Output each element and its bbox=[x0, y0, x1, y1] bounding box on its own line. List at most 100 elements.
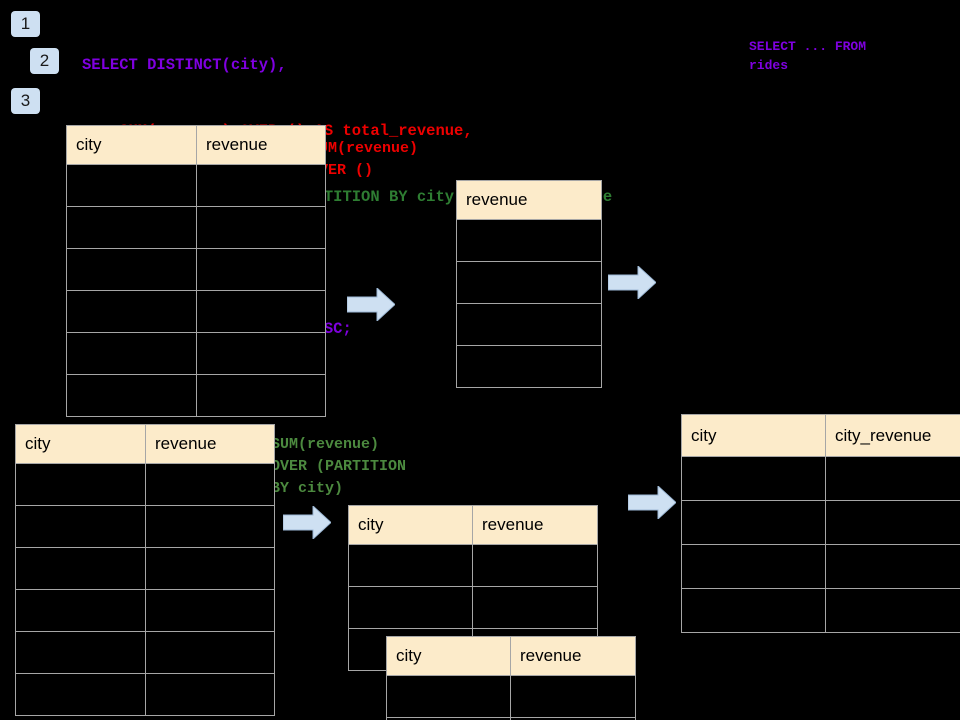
cell-revenue bbox=[472, 544, 598, 587]
cell-revenue bbox=[510, 717, 636, 720]
cell-revenue bbox=[196, 164, 326, 207]
cell-revenue bbox=[145, 589, 275, 632]
table-row bbox=[681, 588, 960, 633]
cell-city bbox=[66, 248, 197, 291]
table-row bbox=[386, 675, 636, 718]
table-row bbox=[348, 544, 598, 587]
cell-revenue bbox=[196, 248, 326, 291]
table-row bbox=[681, 456, 960, 501]
table-row bbox=[348, 586, 598, 629]
table-row bbox=[15, 463, 275, 506]
cell-revenue bbox=[472, 586, 598, 629]
table-result-table: city city_revenue bbox=[681, 414, 960, 633]
cell-city bbox=[348, 544, 473, 587]
table-total-revenue-table: revenue bbox=[456, 180, 602, 388]
cell-revenue bbox=[145, 547, 275, 590]
cell-city bbox=[66, 290, 197, 333]
cell-revenue bbox=[456, 261, 602, 304]
cell-revenue bbox=[145, 673, 275, 716]
column-header-revenue: revenue bbox=[472, 505, 598, 545]
table-row bbox=[456, 303, 602, 346]
cell-revenue bbox=[145, 505, 275, 548]
table-row bbox=[456, 345, 602, 388]
column-header-revenue: revenue bbox=[456, 180, 602, 220]
column-header-city-revenue: city_revenue bbox=[825, 414, 960, 457]
cell-city-revenue bbox=[825, 456, 960, 501]
column-header-city: city bbox=[348, 505, 473, 545]
cell-city bbox=[15, 547, 146, 590]
cell-city bbox=[386, 675, 511, 718]
cell-revenue bbox=[510, 675, 636, 718]
column-header-city: city bbox=[66, 125, 197, 165]
arrow-source-to-partition-icon bbox=[283, 506, 331, 539]
table-row bbox=[456, 219, 602, 262]
cell-city bbox=[15, 463, 146, 506]
table-row bbox=[681, 500, 960, 545]
table-header-row: city revenue bbox=[15, 424, 275, 464]
table-row bbox=[15, 505, 275, 548]
cell-revenue bbox=[145, 463, 275, 506]
cell-city bbox=[681, 544, 826, 589]
table-header-row: city revenue bbox=[66, 125, 326, 165]
table-source-table-bottom: city revenue bbox=[15, 424, 275, 716]
cell-revenue bbox=[196, 290, 326, 333]
table-row bbox=[66, 332, 326, 375]
cell-city-revenue bbox=[825, 544, 960, 589]
table-row bbox=[15, 547, 275, 590]
cell-city bbox=[15, 589, 146, 632]
arrow-source-to-total-icon bbox=[347, 288, 395, 321]
table-row bbox=[456, 261, 602, 304]
column-header-city: city bbox=[386, 636, 511, 676]
arrow-partition-to-result-icon bbox=[628, 486, 676, 519]
cell-revenue bbox=[456, 345, 602, 388]
column-header-revenue: revenue bbox=[196, 125, 326, 165]
table-row bbox=[66, 206, 326, 249]
column-header-revenue: revenue bbox=[145, 424, 275, 464]
cell-city bbox=[15, 673, 146, 716]
table-row bbox=[66, 290, 326, 333]
table-row bbox=[681, 544, 960, 589]
step-badge-1[interactable]: 1 bbox=[11, 11, 40, 37]
table-row bbox=[386, 717, 636, 720]
step-badge-3[interactable]: 3 bbox=[11, 88, 40, 114]
table-row bbox=[66, 164, 326, 207]
side-note-select-from-rides: SELECT ... FROM rides bbox=[749, 39, 874, 73]
column-header-city: city bbox=[15, 424, 146, 464]
cell-revenue bbox=[456, 303, 602, 346]
column-header-revenue: revenue bbox=[510, 636, 636, 676]
cell-city bbox=[15, 505, 146, 548]
table-header-row: city revenue bbox=[348, 505, 598, 545]
cell-revenue bbox=[196, 332, 326, 375]
cell-city bbox=[66, 374, 197, 417]
cell-revenue bbox=[196, 374, 326, 417]
table-row bbox=[15, 631, 275, 674]
sql-code-line-1: SELECT DISTINCT(city), bbox=[82, 56, 287, 74]
cell-city bbox=[66, 206, 197, 249]
cell-city bbox=[681, 500, 826, 545]
table-header-row: city revenue bbox=[386, 636, 636, 676]
step-badge-2[interactable]: 2 bbox=[30, 48, 59, 74]
cell-city bbox=[681, 456, 826, 501]
cell-city-revenue bbox=[825, 588, 960, 633]
table-row bbox=[66, 374, 326, 417]
cell-city bbox=[681, 588, 826, 633]
cell-city bbox=[348, 586, 473, 629]
annotation-over-empty: SUM(revenue) OVER () bbox=[310, 140, 419, 179]
table-header-row: city city_revenue bbox=[681, 414, 960, 457]
cell-city bbox=[15, 631, 146, 674]
column-header-city: city bbox=[681, 414, 826, 457]
table-header-row: revenue bbox=[456, 180, 602, 220]
table-row bbox=[66, 248, 326, 291]
cell-revenue bbox=[196, 206, 326, 249]
annotation-partition-by-city: SUM(revenue) OVER (PARTITION BY city) bbox=[271, 436, 407, 497]
cell-city-revenue bbox=[825, 500, 960, 545]
cell-city bbox=[66, 164, 197, 207]
arrow-total-to-result-icon bbox=[608, 266, 656, 299]
table-row bbox=[15, 673, 275, 716]
cell-revenue bbox=[145, 631, 275, 674]
cell-city bbox=[66, 332, 197, 375]
table-row bbox=[15, 589, 275, 632]
table-partition-table-back: city revenue bbox=[348, 505, 598, 671]
table-source-table-top: city revenue bbox=[66, 125, 326, 417]
